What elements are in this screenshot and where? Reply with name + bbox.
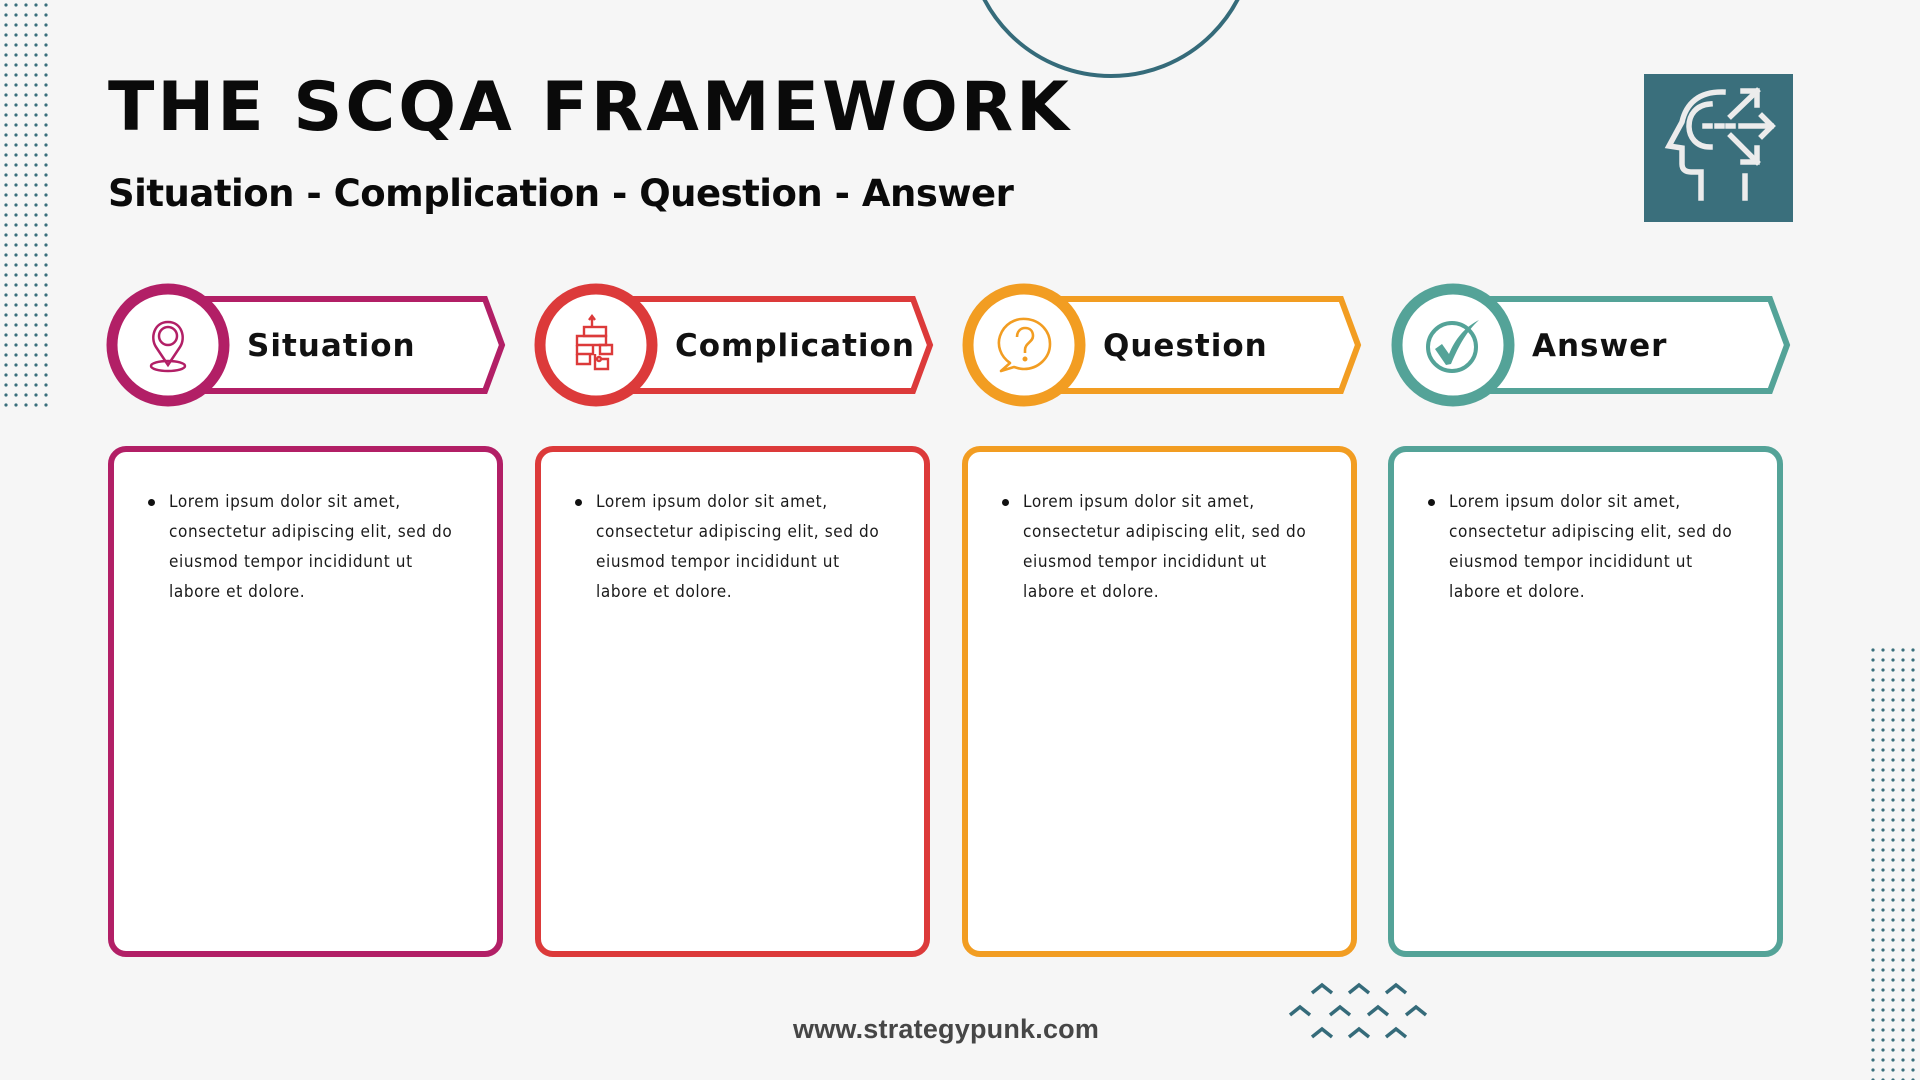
banner-shape (534, 283, 934, 407)
bullet-item: Lorem ipsum dolor sit amet, consectetur … (575, 487, 896, 607)
bullet-item: Lorem ipsum dolor sit amet, consectetur … (1002, 487, 1323, 607)
footer-website-link[interactable]: www.strategypunk.com (793, 1014, 1100, 1044)
bullet-item: Lorem ipsum dolor sit amet, consectetur … (148, 487, 469, 607)
logo-badge (1644, 74, 1793, 222)
banner-question: Question (961, 282, 1381, 410)
maze-flowchart-icon (575, 314, 614, 371)
dot-grid-right (1868, 645, 1918, 1080)
banner-label: Question (1103, 328, 1268, 364)
banner-shape (962, 283, 1362, 407)
chevron-pattern-icon (1288, 982, 1428, 1039)
banner-label: Answer (1532, 328, 1668, 364)
card-answer: Lorem ipsum dolor sit amet, consectetur … (1388, 446, 1783, 957)
bullet-list: Lorem ipsum dolor sit amet, consectetur … (1002, 487, 1323, 607)
column-question: Question Lorem ipsum dolor sit amet, con… (961, 0, 1381, 1080)
head-decision-arrows-icon (1664, 87, 1776, 201)
banner-situation: Situation (105, 282, 525, 410)
column-complication: Complication Lorem ipsum dolor sit amet,… (533, 0, 953, 1080)
banner-label: Complication (675, 328, 915, 364)
banner-label: Situation (247, 328, 416, 364)
checkmark-circle-icon (1426, 320, 1479, 373)
column-answer: Answer Lorem ipsum dolor sit amet, conse… (1388, 0, 1810, 1080)
page-title: THE SCQA FRAMEWORK (108, 68, 1072, 147)
banner-complication: Complication (533, 282, 953, 410)
card-question: Lorem ipsum dolor sit amet, consectetur … (962, 446, 1357, 957)
bullet-list: Lorem ipsum dolor sit amet, consectetur … (148, 487, 469, 607)
question-speech-bubble-icon (997, 317, 1052, 373)
bullet-list: Lorem ipsum dolor sit amet, consectetur … (1428, 487, 1749, 607)
location-pin-icon (149, 320, 187, 373)
bullet-list: Lorem ipsum dolor sit amet, consectetur … (575, 487, 896, 607)
card-situation: Lorem ipsum dolor sit amet, consectetur … (108, 446, 503, 957)
page-subtitle: Situation - Complication - Question - An… (108, 172, 1014, 215)
banner-shape (1391, 283, 1791, 407)
banner-answer: Answer (1390, 282, 1810, 410)
column-situation: Situation Lorem ipsum dolor sit amet, co… (105, 0, 525, 1080)
bullet-item: Lorem ipsum dolor sit amet, consectetur … (1428, 487, 1749, 607)
card-complication: Lorem ipsum dolor sit amet, consectetur … (535, 446, 930, 957)
dot-grid-left (0, 0, 50, 410)
